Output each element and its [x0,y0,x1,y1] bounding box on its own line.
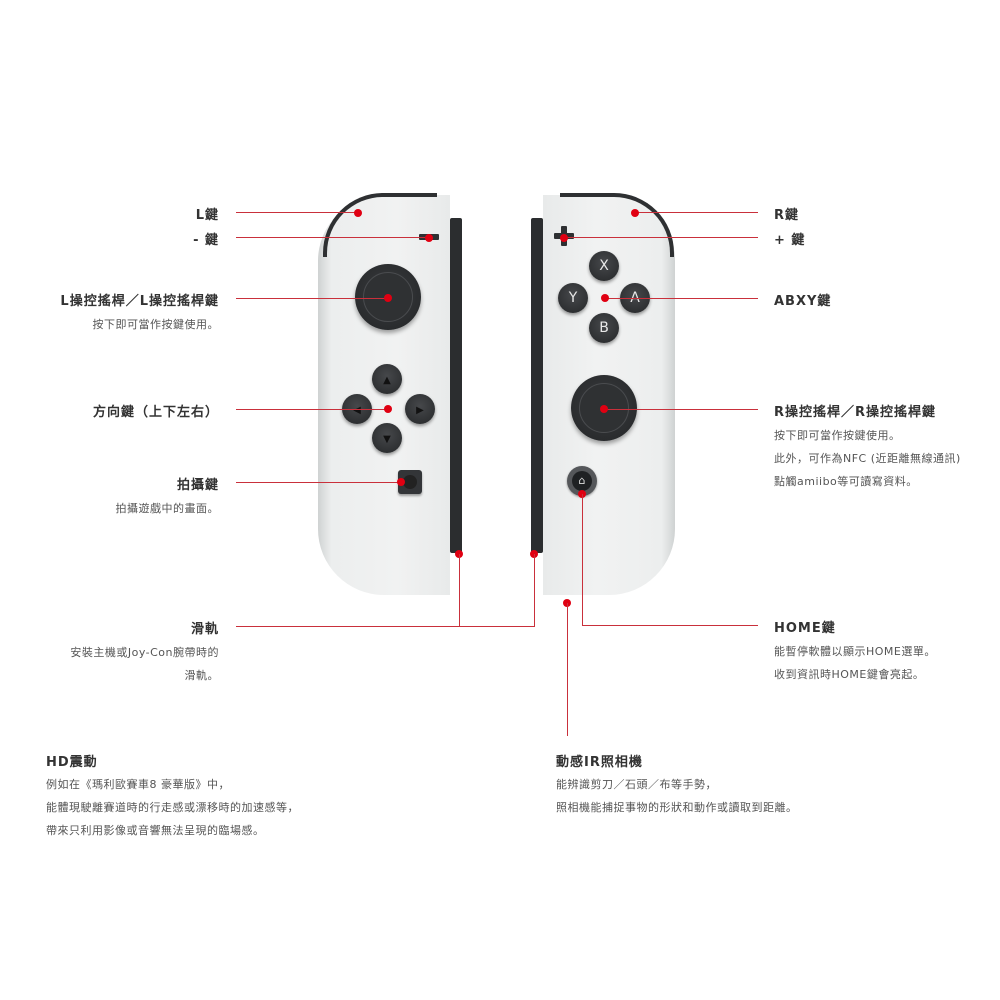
desc-hd-rumble-2: 能體現駛離賽道時的行走感或漂移時的加速感等， [46,801,299,814]
b-button: B [589,313,619,343]
label-rail: 滑軌 [190,622,219,637]
dot-l-button [354,209,362,217]
label-ir-camera: 動感IR照相機 [556,755,643,770]
right-rail [531,218,543,553]
callout-r-stick [605,409,758,410]
desc-capture-button: 拍攝遊戲中的畫面。 [115,502,219,515]
label-r-stick: R操控搖桿／R操控搖桿鍵 [774,405,937,420]
dot-abxy [601,294,609,302]
r-bumper [560,193,674,257]
callout-r-button [636,212,758,213]
desc-r-stick-2: 此外，可作為NFC (近距離無線通訊) [774,452,961,465]
label-l-button: L鍵 [195,208,219,223]
dot-r-button [631,209,639,217]
callout-rail-right-vert [534,554,535,626]
x-button: X [589,251,619,281]
left-joycon [318,195,450,595]
callout-home-vert [582,494,583,625]
desc-l-stick: 按下即可當作按鍵使用。 [92,318,219,331]
callout-rail-horiz [236,626,535,627]
dot-l-stick [384,294,392,302]
desc-home-button-2: 收到資訊時HOME鍵會亮起。 [774,668,925,681]
callout-home-horiz [582,625,758,626]
label-minus-button: - 鍵 [193,233,219,248]
label-capture-button: 拍攝鍵 [176,478,219,493]
label-l-stick: L操控搖桿／L操控搖桿鍵 [60,294,219,309]
callout-capture [236,482,402,483]
label-plus-button: + 鍵 [774,233,806,248]
desc-rail-2: 滑軌。 [184,669,219,682]
callout-minus [236,237,428,238]
dot-minus [425,234,433,242]
dot-capture [397,478,405,486]
desc-hd-rumble-3: 帶來只利用影像或音響無法呈現的臨場感。 [46,824,265,837]
home-icon: ⌂ [572,471,592,491]
desc-home-button-1: 能暫停軟體以顯示HOME選單。 [774,645,936,658]
callout-plus [564,237,758,238]
label-home-button: HOME鍵 [774,621,836,636]
desc-r-stick-1: 按下即可當作按鍵使用。 [774,429,901,442]
left-stick [355,264,421,330]
l-bumper [323,193,437,257]
callout-abxy [605,298,758,299]
callout-l-stick [236,298,388,299]
callout-rail-left-vert [459,554,460,626]
desc-rail-1: 安裝主機或Joy-Con腕帶時的 [70,646,219,659]
desc-hd-rumble-1: 例如在《瑪利歐賽車8 豪華版》中， [46,778,230,791]
y-button: Y [558,283,588,313]
dot-dpad [384,405,392,413]
left-rail [450,218,462,553]
dot-r-stick [600,405,608,413]
desc-r-stick-3: 點觸amiibo等可讀寫資料。 [774,475,918,488]
callout-ir-camera [567,603,568,736]
dpad-right: ▶ [405,394,435,424]
label-hd-rumble: HD震動 [46,755,98,770]
label-dpad: 方向鍵（上下左右） [92,405,219,420]
dpad-down: ▼ [372,423,402,453]
dot-plus [560,234,568,242]
label-abxy: ABXY鍵 [774,294,832,309]
callout-dpad [236,409,388,410]
dpad-up: ▲ [372,364,402,394]
callout-l-button [236,212,358,213]
desc-ir-camera-1: 能辨識剪刀／石頭／布等手勢， [556,778,717,791]
label-r-button: R鍵 [774,208,800,223]
desc-ir-camera-2: 照相機能捕捉事物的形狀和動作或讀取到距離。 [556,801,798,814]
